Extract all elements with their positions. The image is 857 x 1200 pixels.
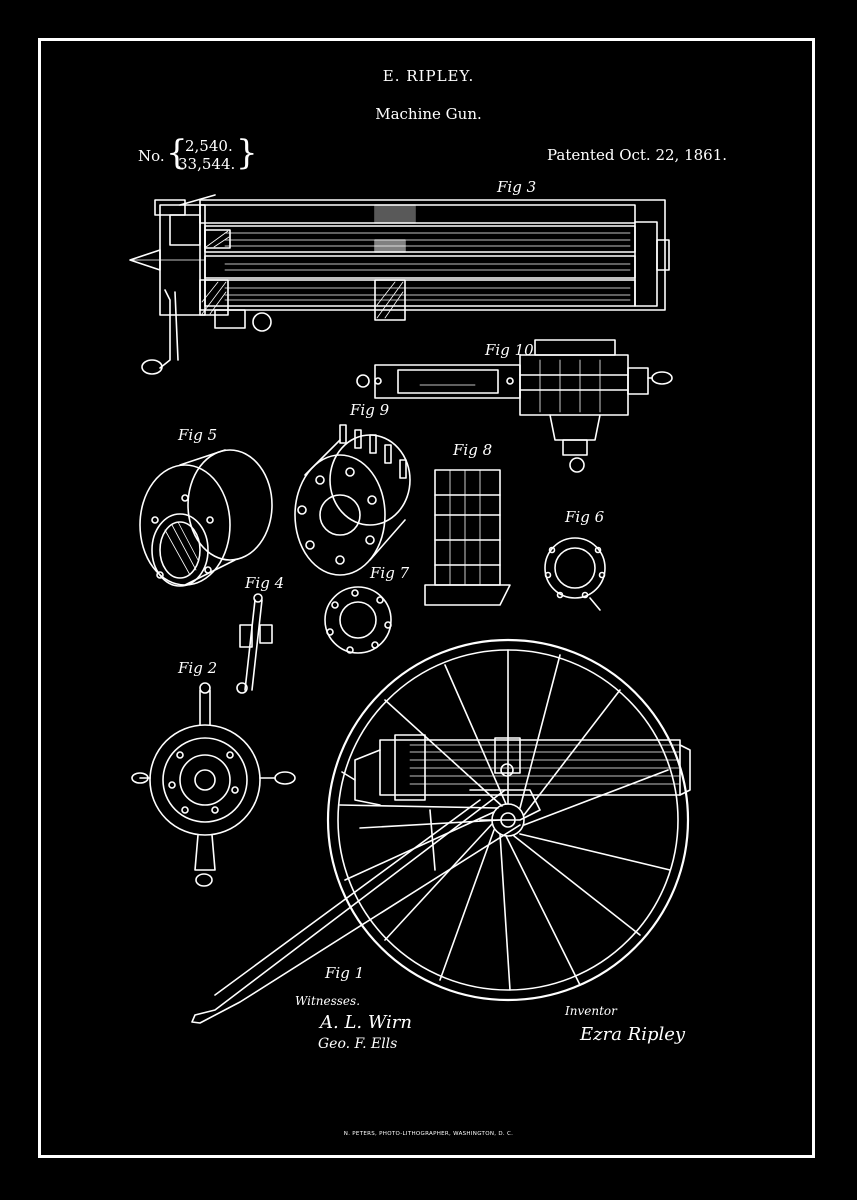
fig9-cylinder-drawing: [294, 424, 411, 576]
witness-1-signature: A. L. Wirn: [318, 1012, 412, 1033]
fig8-label: Fig 8: [452, 441, 492, 459]
poster-border: [38, 38, 815, 1158]
patent-date: Patented Oct. 22, 1861.: [547, 146, 728, 164]
patent-number-1: 2,540.: [185, 137, 233, 155]
fig3-barrel-section-drawing: [129, 194, 670, 375]
fig1-carriage-drawing: [191, 638, 691, 1024]
fig2-front-view-drawing: [131, 682, 296, 887]
patent-inventor-name: E. RIPLEY.: [382, 67, 475, 85]
fig10-mechanism-drawing: [356, 339, 673, 473]
patent-title: Machine Gun.: [375, 105, 482, 123]
fig5-cylinder-drawing: [139, 449, 273, 587]
printer-credit: N. PETERS, PHOTO-LITHOGRAPHER, WASHINGTO…: [343, 1131, 514, 1137]
patent-number-label: No.: [138, 147, 165, 165]
fig7-ring-drawing: [324, 586, 392, 654]
fig4-lever-drawing: [236, 593, 273, 694]
fig5-label: Fig 5: [177, 426, 217, 444]
open-brace-icon: {: [166, 133, 188, 173]
inventor-label: Inventor: [564, 1004, 618, 1018]
patent-number-2: 33,544.: [178, 155, 236, 173]
fig10-label: Fig 10: [484, 341, 534, 359]
fig6-label: Fig 6: [564, 508, 605, 526]
fig3-label: Fig 3: [496, 178, 536, 196]
witness-2-signature: Geo. F. Ells: [318, 1036, 397, 1052]
fig7-label: Fig 7: [369, 564, 410, 582]
inventor-signature: Ezra Ripley: [579, 1024, 686, 1045]
fig4-label: Fig 4: [244, 574, 284, 592]
fig2-label: Fig 2: [177, 659, 217, 677]
fig6-ring-drawing: [544, 537, 606, 611]
fig8-stacked-cylinder-drawing: [424, 469, 511, 606]
witnesses-label: Witnesses.: [295, 994, 360, 1008]
close-brace-icon: }: [236, 133, 258, 173]
fig9-label: Fig 9: [349, 401, 390, 419]
fig1-label: Fig 1: [324, 964, 364, 982]
